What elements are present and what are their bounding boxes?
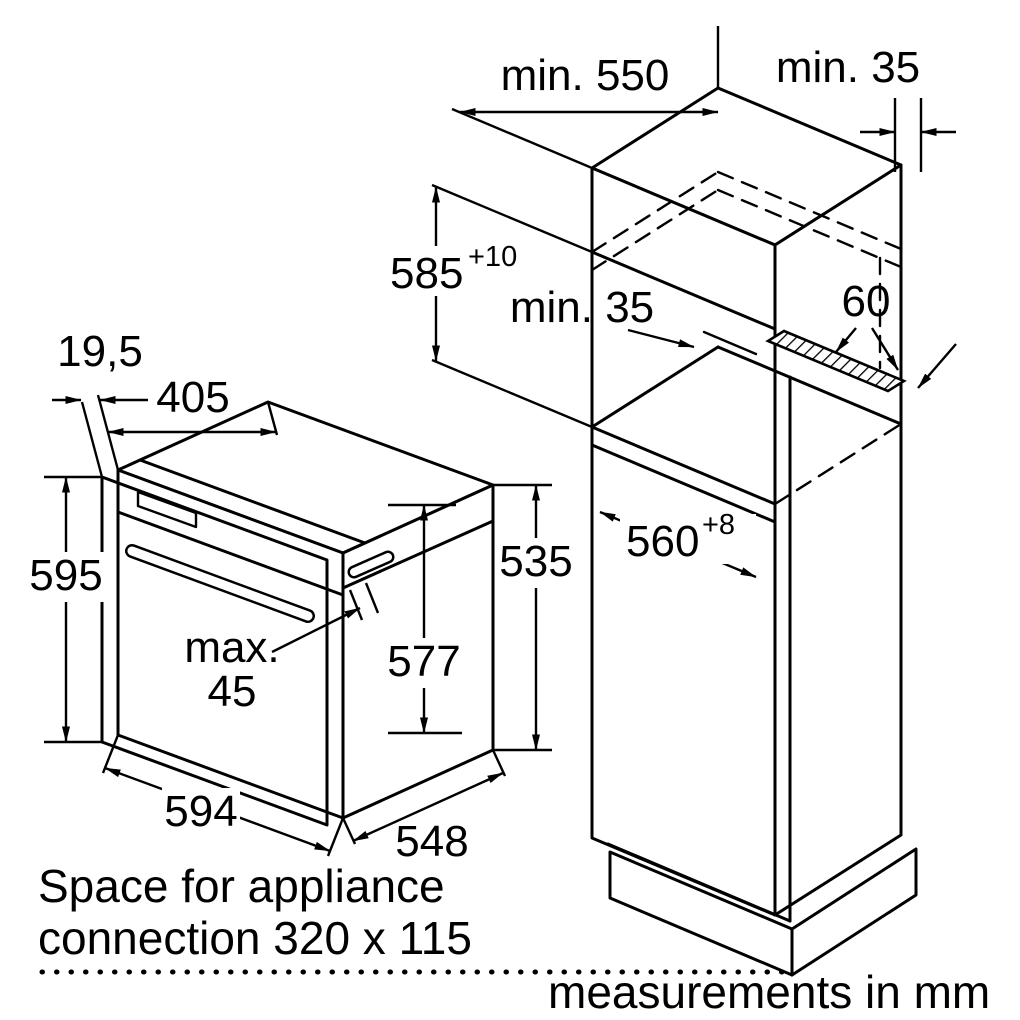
dim-side-height-label: 535 [499, 537, 572, 586]
connection-note: Space for appliance connection 320 x 115 [38, 860, 787, 975]
units-note: measurements in mm [548, 966, 990, 1018]
dimension-niche-width: 560 +8 [599, 509, 757, 579]
dimension-shelf-rear-gap: min. 35 [510, 283, 695, 349]
dim-top-depth-label: 405 [156, 373, 229, 422]
dimension-front-height: 577 [386, 503, 464, 735]
dim-oven-height-label: 595 [29, 551, 102, 600]
dimension-door-offset: 19,5 [52, 327, 148, 478]
dim-handle-max-label: max. [184, 623, 279, 672]
dimension-cabinet-min-depth: min. 550 [451, 26, 720, 170]
dimension-oven-depth: 548 [341, 749, 507, 866]
vent-hatch-strip [765, 329, 907, 393]
dim-niche-height-label: 585 [390, 249, 463, 298]
dim-oven-depth-label: 548 [395, 817, 468, 866]
dimension-cabinet-rear-clearance: min. 35 [776, 43, 956, 172]
oven-door-handle [125, 544, 315, 623]
note-line-2: connection 320 x 115 [38, 912, 472, 964]
dimension-top-depth: 405 [107, 373, 279, 436]
dimension-vent-width: 60 [835, 277, 900, 371]
cabinet-interior-lines [590, 170, 903, 923]
oven-side-grip [347, 550, 395, 579]
note-line-1: Space for appliance [38, 860, 445, 912]
dim-front-height-label: 577 [387, 637, 460, 686]
dim-niche-width-tolerance: +8 [702, 509, 735, 541]
oven-drawing: 19,5 405 595 max. 45 [28, 327, 575, 866]
dimension-handle-max: max. 45 [184, 582, 380, 716]
oven-details [100, 458, 495, 827]
dim-min-depth-label: min. 550 [501, 51, 670, 100]
dim-oven-width-label: 594 [164, 787, 237, 836]
dim-door-offset-label: 19,5 [57, 327, 143, 376]
dim-handle-max-value: 45 [208, 667, 257, 716]
dimension-oven-width: 594 [101, 734, 345, 857]
dim-niche-width-label: 560 [626, 517, 699, 566]
cabinet-drawing: min. 550 min. 35 585 +10 min. 35 [384, 26, 957, 977]
dim-vent-width-label: 60 [842, 277, 891, 326]
dim-niche-height-tolerance: +10 [468, 241, 517, 273]
wall-pointer-arrow [917, 343, 957, 389]
dimension-niche-height: 585 +10 [384, 183, 593, 429]
dimension-side-height: 535 [493, 483, 575, 752]
dim-shelf-gap-label: min. 35 [510, 283, 654, 332]
dim-rear-clearance-label: min. 35 [776, 43, 920, 92]
cabinet-plinth [608, 847, 918, 977]
dimension-oven-height: 595 [28, 475, 106, 744]
